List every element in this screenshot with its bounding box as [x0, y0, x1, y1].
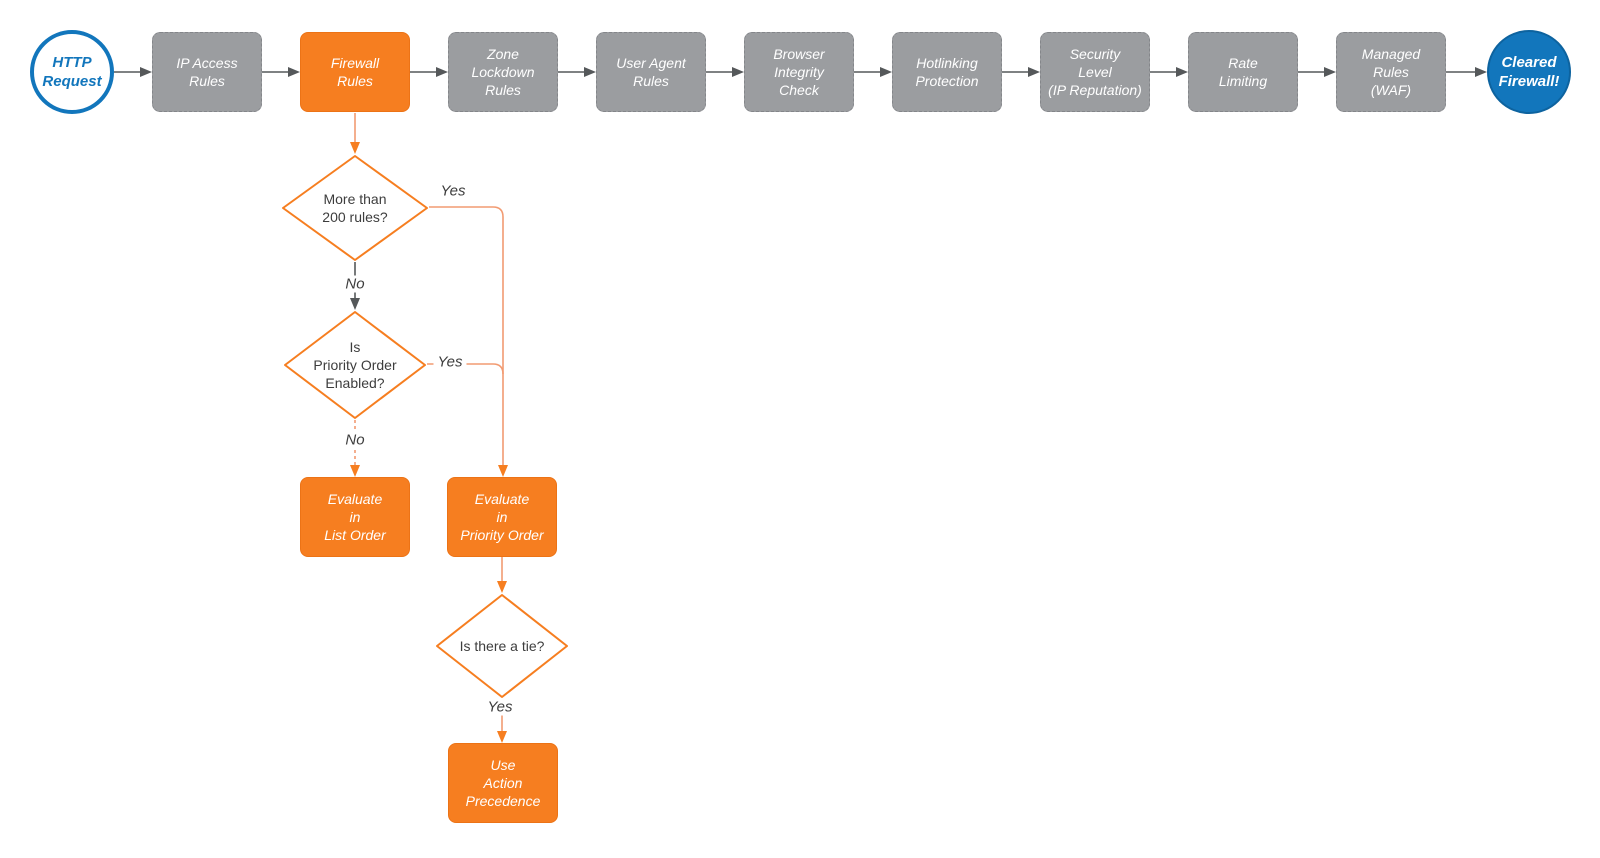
node-zone-lockdown-rules-label: Zone Lockdown Rules [471, 45, 535, 99]
node-managed-rules-waf: Managed Rules (WAF) [1336, 32, 1446, 112]
edge-label-no-200-rules: No [341, 275, 369, 293]
node-security-level: Security Level (IP Reputation) [1040, 32, 1150, 112]
node-hotlinking-protection: Hotlinking Protection [892, 32, 1002, 112]
node-security-level-label: Security Level (IP Reputation) [1048, 45, 1142, 99]
node-browser-integrity-check-label: Browser Integrity Check [773, 45, 825, 99]
node-firewall-rules: Firewall Rules [300, 32, 410, 112]
decision-diamond-shape [284, 311, 426, 419]
node-hotlinking-protection-label: Hotlinking Protection [915, 54, 979, 89]
edge-label-yes-priority-order: Yes [433, 353, 467, 371]
decision-priority-order-enabled: Is Priority Order Enabled? [283, 310, 427, 420]
node-managed-rules-waf-label: Managed Rules (WAF) [1361, 45, 1421, 99]
node-http-request-label: HTTP Request [42, 53, 102, 91]
edge-label-no-priority-order: No [341, 431, 369, 449]
node-rate-limiting-label: Rate Limiting [1218, 54, 1268, 89]
node-evaluate-in-list-order-label: Evaluate in List Order [324, 490, 386, 544]
node-evaluate-in-priority-order-label: Evaluate in Priority Order [460, 490, 544, 544]
node-user-agent-rules: User Agent Rules [596, 32, 706, 112]
decision-is-there-a-tie-label: Is there a tie? [459, 637, 545, 654]
node-rate-limiting: Rate Limiting [1188, 32, 1298, 112]
decision-more-than-200-rules: More than 200 rules? [281, 154, 429, 262]
node-evaluate-in-priority-order: Evaluate in Priority Order [447, 477, 557, 557]
node-ip-access-rules: IP Access Rules [152, 32, 262, 112]
decision-diamond-shape [436, 594, 568, 698]
node-user-agent-rules-label: User Agent Rules [616, 54, 686, 89]
decision-priority-order-enabled-label: Is Priority Order Enabled? [313, 338, 397, 392]
node-use-action-precedence: Use Action Precedence [448, 743, 558, 823]
node-cleared-firewall: Cleared Firewall! [1487, 30, 1571, 114]
decision-more-than-200-rules-label: More than 200 rules? [322, 190, 388, 225]
node-http-request: HTTP Request [30, 30, 114, 114]
edge-label-yes-200-rules: Yes [436, 182, 470, 200]
node-ip-access-rules-label: IP Access Rules [176, 54, 238, 89]
decision-diamond-shape [282, 155, 428, 261]
node-zone-lockdown-rules: Zone Lockdown Rules [448, 32, 558, 112]
node-evaluate-in-list-order: Evaluate in List Order [300, 477, 410, 557]
node-cleared-firewall-label: Cleared Firewall! [1498, 53, 1560, 91]
edge-label-yes-tie: Yes [483, 698, 517, 716]
node-use-action-precedence-label: Use Action Precedence [465, 756, 541, 810]
node-browser-integrity-check: Browser Integrity Check [744, 32, 854, 112]
decision-is-there-a-tie: Is there a tie? [435, 593, 569, 699]
node-firewall-rules-label: Firewall Rules [330, 54, 380, 89]
